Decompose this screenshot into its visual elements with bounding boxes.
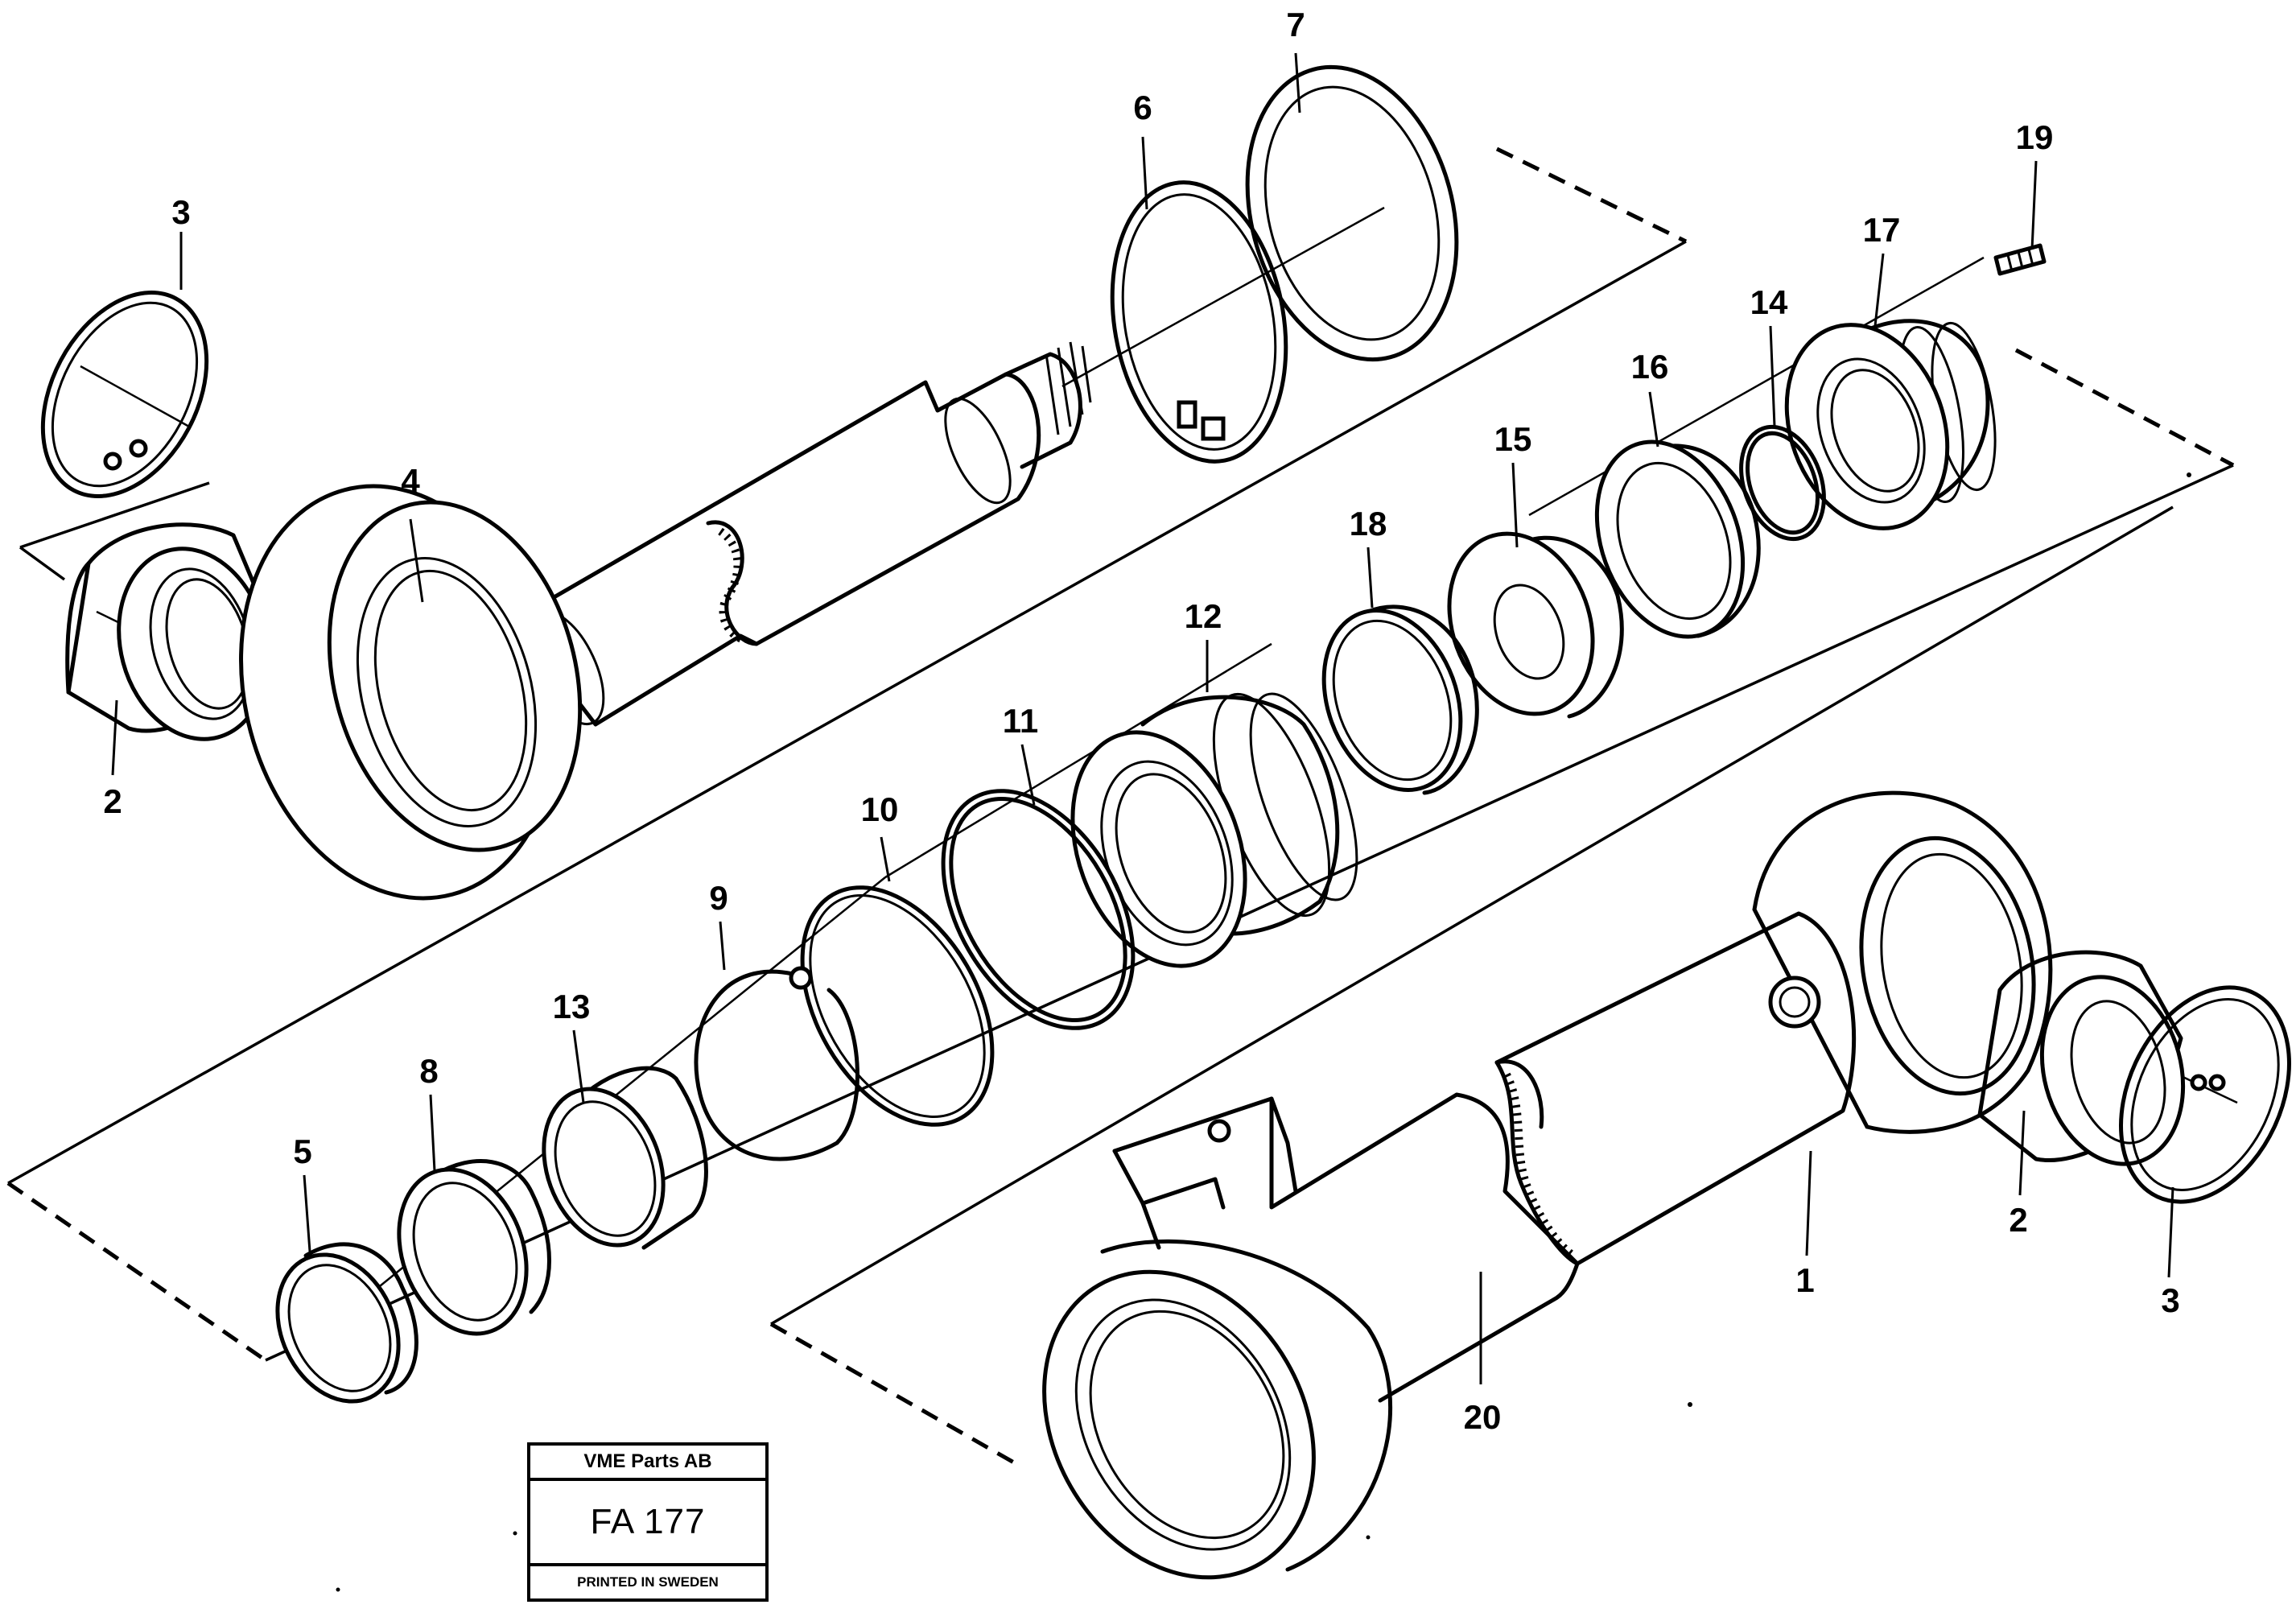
- callout-11: 11: [1003, 702, 1038, 740]
- callout-6: 6: [1133, 89, 1152, 126]
- spherical-bearing-part-2-bottom: [1977, 950, 2186, 1166]
- seal-part-16: [1594, 439, 1761, 639]
- cylinder-head-part-12: [1070, 692, 1358, 968]
- leader-lines: [111, 52, 2174, 1384]
- callout-3-bottom: 3: [2161, 1281, 2179, 1319]
- callout-10: 10: [861, 790, 899, 828]
- callout-3-top: 3: [171, 193, 190, 231]
- callout-labels: 3 2 4 6 7 19 17 14 16 15 18 12 11 10 9 1…: [103, 6, 2179, 1436]
- callout-20: 20: [1464, 1398, 1502, 1436]
- drawing-code: FA 177: [530, 1481, 765, 1566]
- callout-16: 16: [1631, 348, 1669, 386]
- seal-part-15: [1447, 531, 1624, 719]
- callout-17: 17: [1863, 211, 1901, 249]
- callout-8: 8: [419, 1052, 438, 1090]
- piston-rod-part-4: [239, 341, 1092, 901]
- circlip-part-3-top: [40, 291, 209, 498]
- callout-13: 13: [553, 988, 591, 1025]
- callout-5: 5: [293, 1132, 311, 1170]
- cylinder-barrel-part-20: [1042, 1092, 1580, 1580]
- back-up-ring-part-10: [800, 885, 995, 1127]
- set-screw-part-19: [1993, 243, 2047, 276]
- bushing-part-13: [542, 1066, 708, 1250]
- rod-seal-part-8: [397, 1159, 551, 1336]
- callout-4: 4: [401, 462, 420, 500]
- company-name: VME Parts AB: [530, 1446, 765, 1481]
- callout-12: 12: [1185, 597, 1222, 635]
- callout-14: 14: [1750, 283, 1788, 321]
- callout-15: 15: [1494, 420, 1532, 458]
- callout-7: 7: [1286, 6, 1305, 43]
- callout-2-top: 2: [103, 782, 122, 820]
- cylinder-tube-part-1: [1494, 790, 2053, 1266]
- piston-part-17: [1784, 319, 1997, 530]
- wiper-part-5: [275, 1242, 418, 1404]
- callout-19: 19: [2016, 118, 2054, 156]
- callout-1: 1: [1795, 1261, 1814, 1299]
- callout-18: 18: [1350, 505, 1387, 542]
- callout-2-bottom: 2: [2009, 1201, 2027, 1239]
- o-ring-part-11: [941, 789, 1136, 1030]
- printed-in-note: PRINTED IN SWEDEN: [577, 1574, 719, 1590]
- ring-part-18: [1321, 604, 1479, 795]
- circlip-part-3-bottom: [2119, 985, 2291, 1204]
- ring-part-7: [1245, 64, 1459, 362]
- snap-ring-part-9: [694, 966, 859, 1161]
- print-specks: [336, 472, 2191, 1592]
- callout-9: 9: [709, 879, 728, 917]
- title-block: VME Parts AB FA 177 PRINTED IN SWEDEN: [527, 1442, 769, 1602]
- circlip-part-6: [1110, 180, 1288, 464]
